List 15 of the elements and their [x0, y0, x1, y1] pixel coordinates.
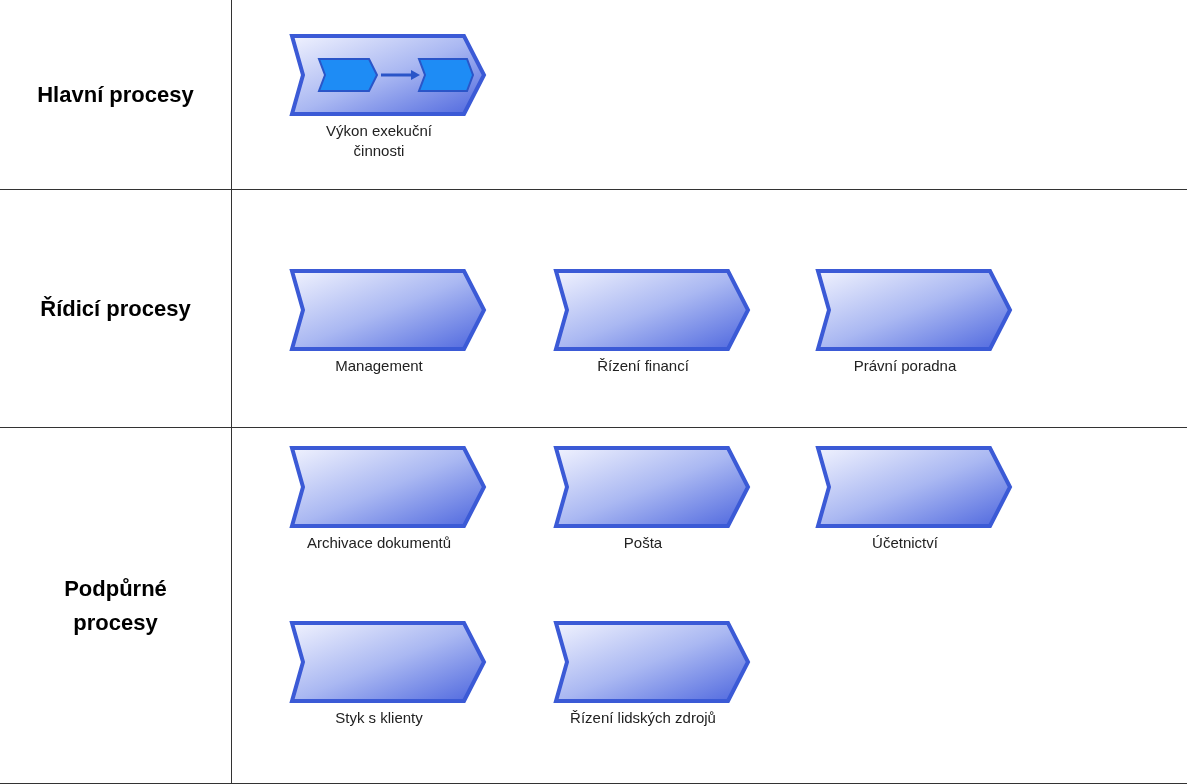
swimlane	[0, 190, 1187, 428]
process-label: Archivace dokumentů	[305, 533, 453, 553]
lane-heading: Řídicí procesy	[39, 294, 192, 323]
process-label: Řízení financí	[596, 356, 690, 376]
lane-heading: Podpůrné procesy	[63, 574, 168, 637]
process-label: Řízení lidských zdrojů	[569, 708, 717, 728]
process-label: Styk s klienty	[334, 708, 424, 728]
process-label: Právní poradna	[852, 356, 958, 376]
swimlane	[0, 0, 1187, 190]
process-label: Pošta	[622, 533, 664, 553]
process-label: Výkon exekuční činnosti	[325, 121, 433, 161]
process-label: Management	[334, 356, 424, 376]
process-label: Účetnictví	[871, 533, 939, 553]
lane-heading: Hlavní procesy	[36, 80, 195, 109]
swimlane	[0, 428, 1187, 784]
